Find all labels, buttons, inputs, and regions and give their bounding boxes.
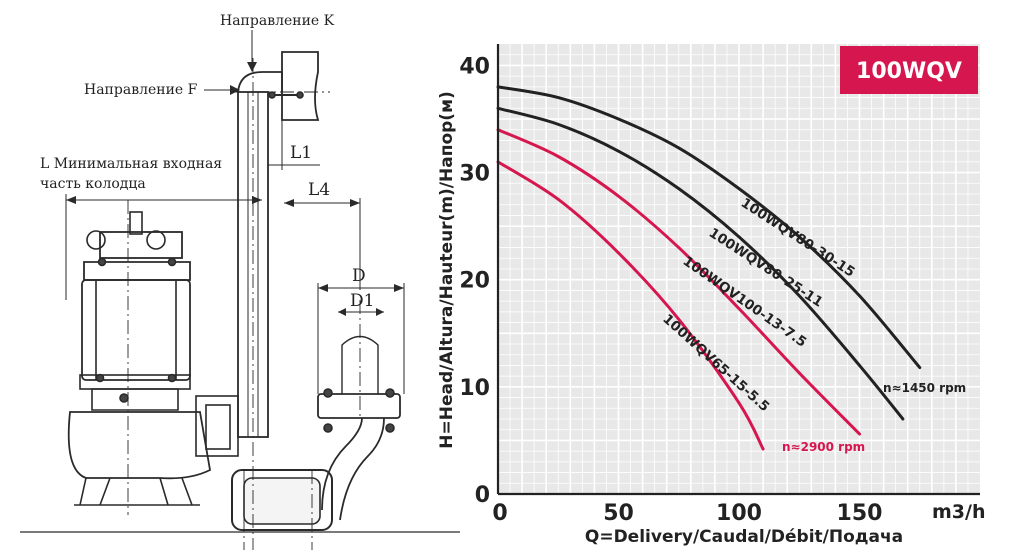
pump-drawing: [20, 30, 460, 550]
x-unit-label: m3/h: [932, 501, 985, 523]
d1-label: D1: [350, 291, 374, 311]
l-min-label-line1: L Минимальная входная: [40, 156, 222, 172]
curves: [496, 85, 922, 451]
tick-labels: 0 50 100 150 0 10 20 30 40: [459, 54, 882, 526]
model-badge-text: 100WQV: [856, 59, 962, 84]
l4-label: L4: [308, 180, 330, 200]
y-axis-title: H=Head/Altura/Hauteur(m)/Напор(м): [437, 91, 457, 449]
y-tick-label: 0: [475, 483, 490, 508]
series-line: [496, 85, 922, 370]
l1-label: L1: [290, 143, 312, 163]
y-tick-label: 30: [459, 162, 490, 187]
y-tick-label: 40: [459, 54, 490, 79]
x-tick-label: 0: [492, 501, 507, 526]
model-badge: [840, 46, 978, 94]
performance-chart: 0 50 100 150 0 10 20 30 40 100WQV n≈1450 rpm n≈2…: [437, 44, 985, 547]
series-line: [496, 160, 765, 451]
grid: [498, 44, 980, 494]
y-tick-label: 10: [459, 376, 490, 401]
rpm-1450-label: n≈1450 rpm: [883, 381, 966, 395]
series-line: [496, 106, 905, 421]
series-line: [496, 128, 861, 436]
x-tick-label: 150: [837, 501, 883, 526]
x-axis-title: Q=Delivery/Caudal/Débit/Подача: [585, 527, 903, 547]
direction-f-label: Направление F: [84, 82, 198, 98]
d-label: D: [352, 266, 366, 286]
y-tick-label: 20: [459, 269, 490, 294]
x-tick-label: 50: [603, 501, 634, 526]
rpm-2900-label: n≈2900 rpm: [782, 440, 865, 454]
direction-k-label: Направление K: [220, 13, 335, 29]
x-tick-label: 100: [716, 501, 762, 526]
l-min-label-line2: часть колодца: [40, 176, 146, 192]
